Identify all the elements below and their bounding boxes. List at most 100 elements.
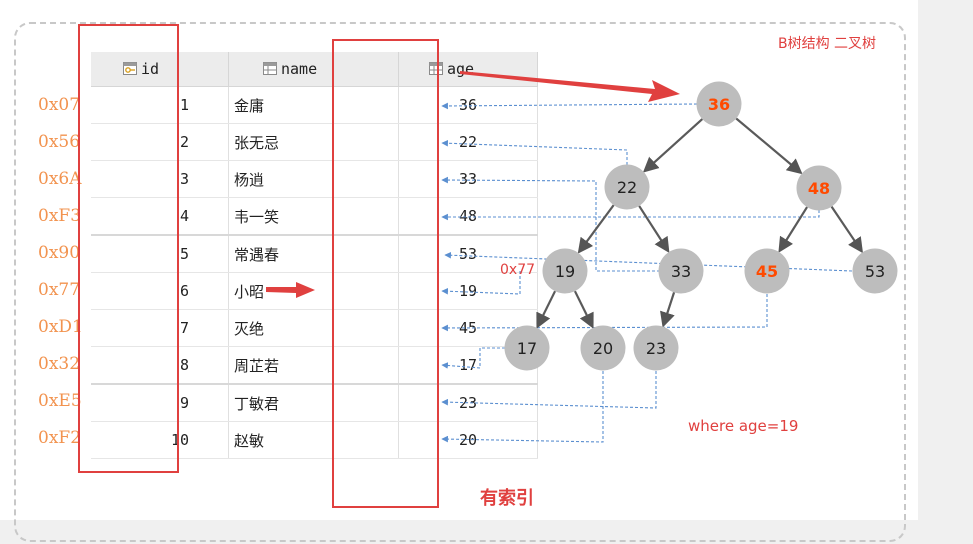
tree-node-label: 45 [756,262,778,281]
row-address-label: 0x6A [38,169,82,189]
tree-node-48 [796,165,842,211]
column-header-id-label: id [141,60,160,78]
pointer-link [441,210,820,221]
name-cell[interactable]: 金庸 [228,86,399,124]
id-cell[interactable]: 3 [91,160,229,198]
tree-node-label: 36 [708,95,730,114]
tree-node-22 [604,164,650,210]
tree-node-label: 19 [555,262,575,281]
column-header-age[interactable]: age [398,52,538,87]
age-cell[interactable]: 53 [398,235,538,273]
name-cell[interactable]: 韦一笑 [228,197,399,236]
query-label: where age=19 [688,417,799,435]
tree-node-17 [504,325,550,371]
pointer-link [441,294,768,332]
tree-node-19 [542,248,588,294]
row-address-label: 0xF2 [38,428,82,448]
row-address-label: 0x77 [38,280,81,300]
column-header-id[interactable]: id [91,52,229,87]
pointer-link [441,102,698,110]
tree-edge [642,118,704,173]
tree-node-23 [633,325,679,371]
name-cell[interactable]: 小昭 [228,272,399,310]
table-column-icon [263,62,277,75]
pointer-link [441,271,521,295]
tree-node-45 [744,248,790,294]
age-cell[interactable]: 20 [398,421,538,459]
key-column-icon [123,62,137,75]
age-cell[interactable]: 33 [398,160,538,198]
tree-node-label: 17 [517,339,537,358]
tree-node-33 [658,248,704,294]
id-cell[interactable]: 10 [91,421,229,459]
header-to-root-arrow [460,71,680,102]
tree-node-53 [852,248,898,294]
age-cell[interactable]: 23 [398,384,538,422]
name-cell[interactable]: 常遇春 [228,235,399,273]
tree-node-label: 23 [646,339,666,358]
tree-edge [830,206,864,254]
id-cell[interactable]: 6 [91,272,229,310]
tree-node-label: 48 [808,179,830,198]
row-address-label: 0x07 [38,95,81,115]
dashed-frame [14,22,906,542]
pointer-link [441,176,660,272]
id-cell[interactable]: 8 [91,346,229,385]
pointer-link [441,139,628,165]
tree-edge [573,290,594,329]
row-address-label: 0xD1 [38,317,83,337]
id-cell[interactable]: 7 [91,309,229,347]
id-cell[interactable]: 4 [91,197,229,236]
row-address-label: 0x56 [38,132,81,152]
column-header-name[interactable]: name [228,52,399,87]
age-column-highlight-box [332,39,439,508]
tree-edge [536,290,557,329]
name-cell[interactable]: 张无忌 [228,123,399,161]
row-address-label: 0xF3 [38,206,82,226]
name-cell[interactable]: 杨逍 [228,160,399,198]
id-cell[interactable]: 1 [91,86,229,124]
row-address-label: 0xE5 [38,391,82,411]
id-column-highlight-box [78,24,179,473]
pointer-link [441,347,505,369]
row-address-label: 0x90 [38,243,81,263]
pointer-link [441,371,657,409]
pointer-label: 0x77 [500,262,536,278]
name-cell[interactable]: 灭绝 [228,309,399,347]
diagram-title: B树结构 二叉树 [778,36,877,52]
footer-label: 有索引 [480,488,534,509]
id-cell[interactable]: 5 [91,235,229,273]
tree-node-36 [696,81,742,127]
tree-node-label: 20 [593,339,613,358]
name-cell[interactable]: 赵敏 [228,421,399,459]
age-cell[interactable]: 19 [398,272,538,310]
table-header-row: id name age [91,52,538,87]
tree-edge [638,205,670,253]
name-cell[interactable]: 丁敏君 [228,384,399,422]
name-cell[interactable]: 周芷若 [228,346,399,385]
table-column-icon [429,62,443,75]
pointer-link [441,371,604,443]
tree-edge [735,117,803,175]
tree-node-20 [580,325,626,371]
id-cell[interactable]: 2 [91,123,229,161]
column-header-name-label: name [281,60,318,78]
tree-edge [577,204,615,254]
tree-edge [778,206,808,253]
lookup-arrow [266,282,315,298]
id-cell[interactable]: 9 [91,384,229,422]
tree-node-label: 53 [865,262,885,281]
row-address-label: 0x32 [38,354,81,374]
age-cell[interactable]: 22 [398,123,538,161]
tree-node-label: 33 [671,262,691,281]
